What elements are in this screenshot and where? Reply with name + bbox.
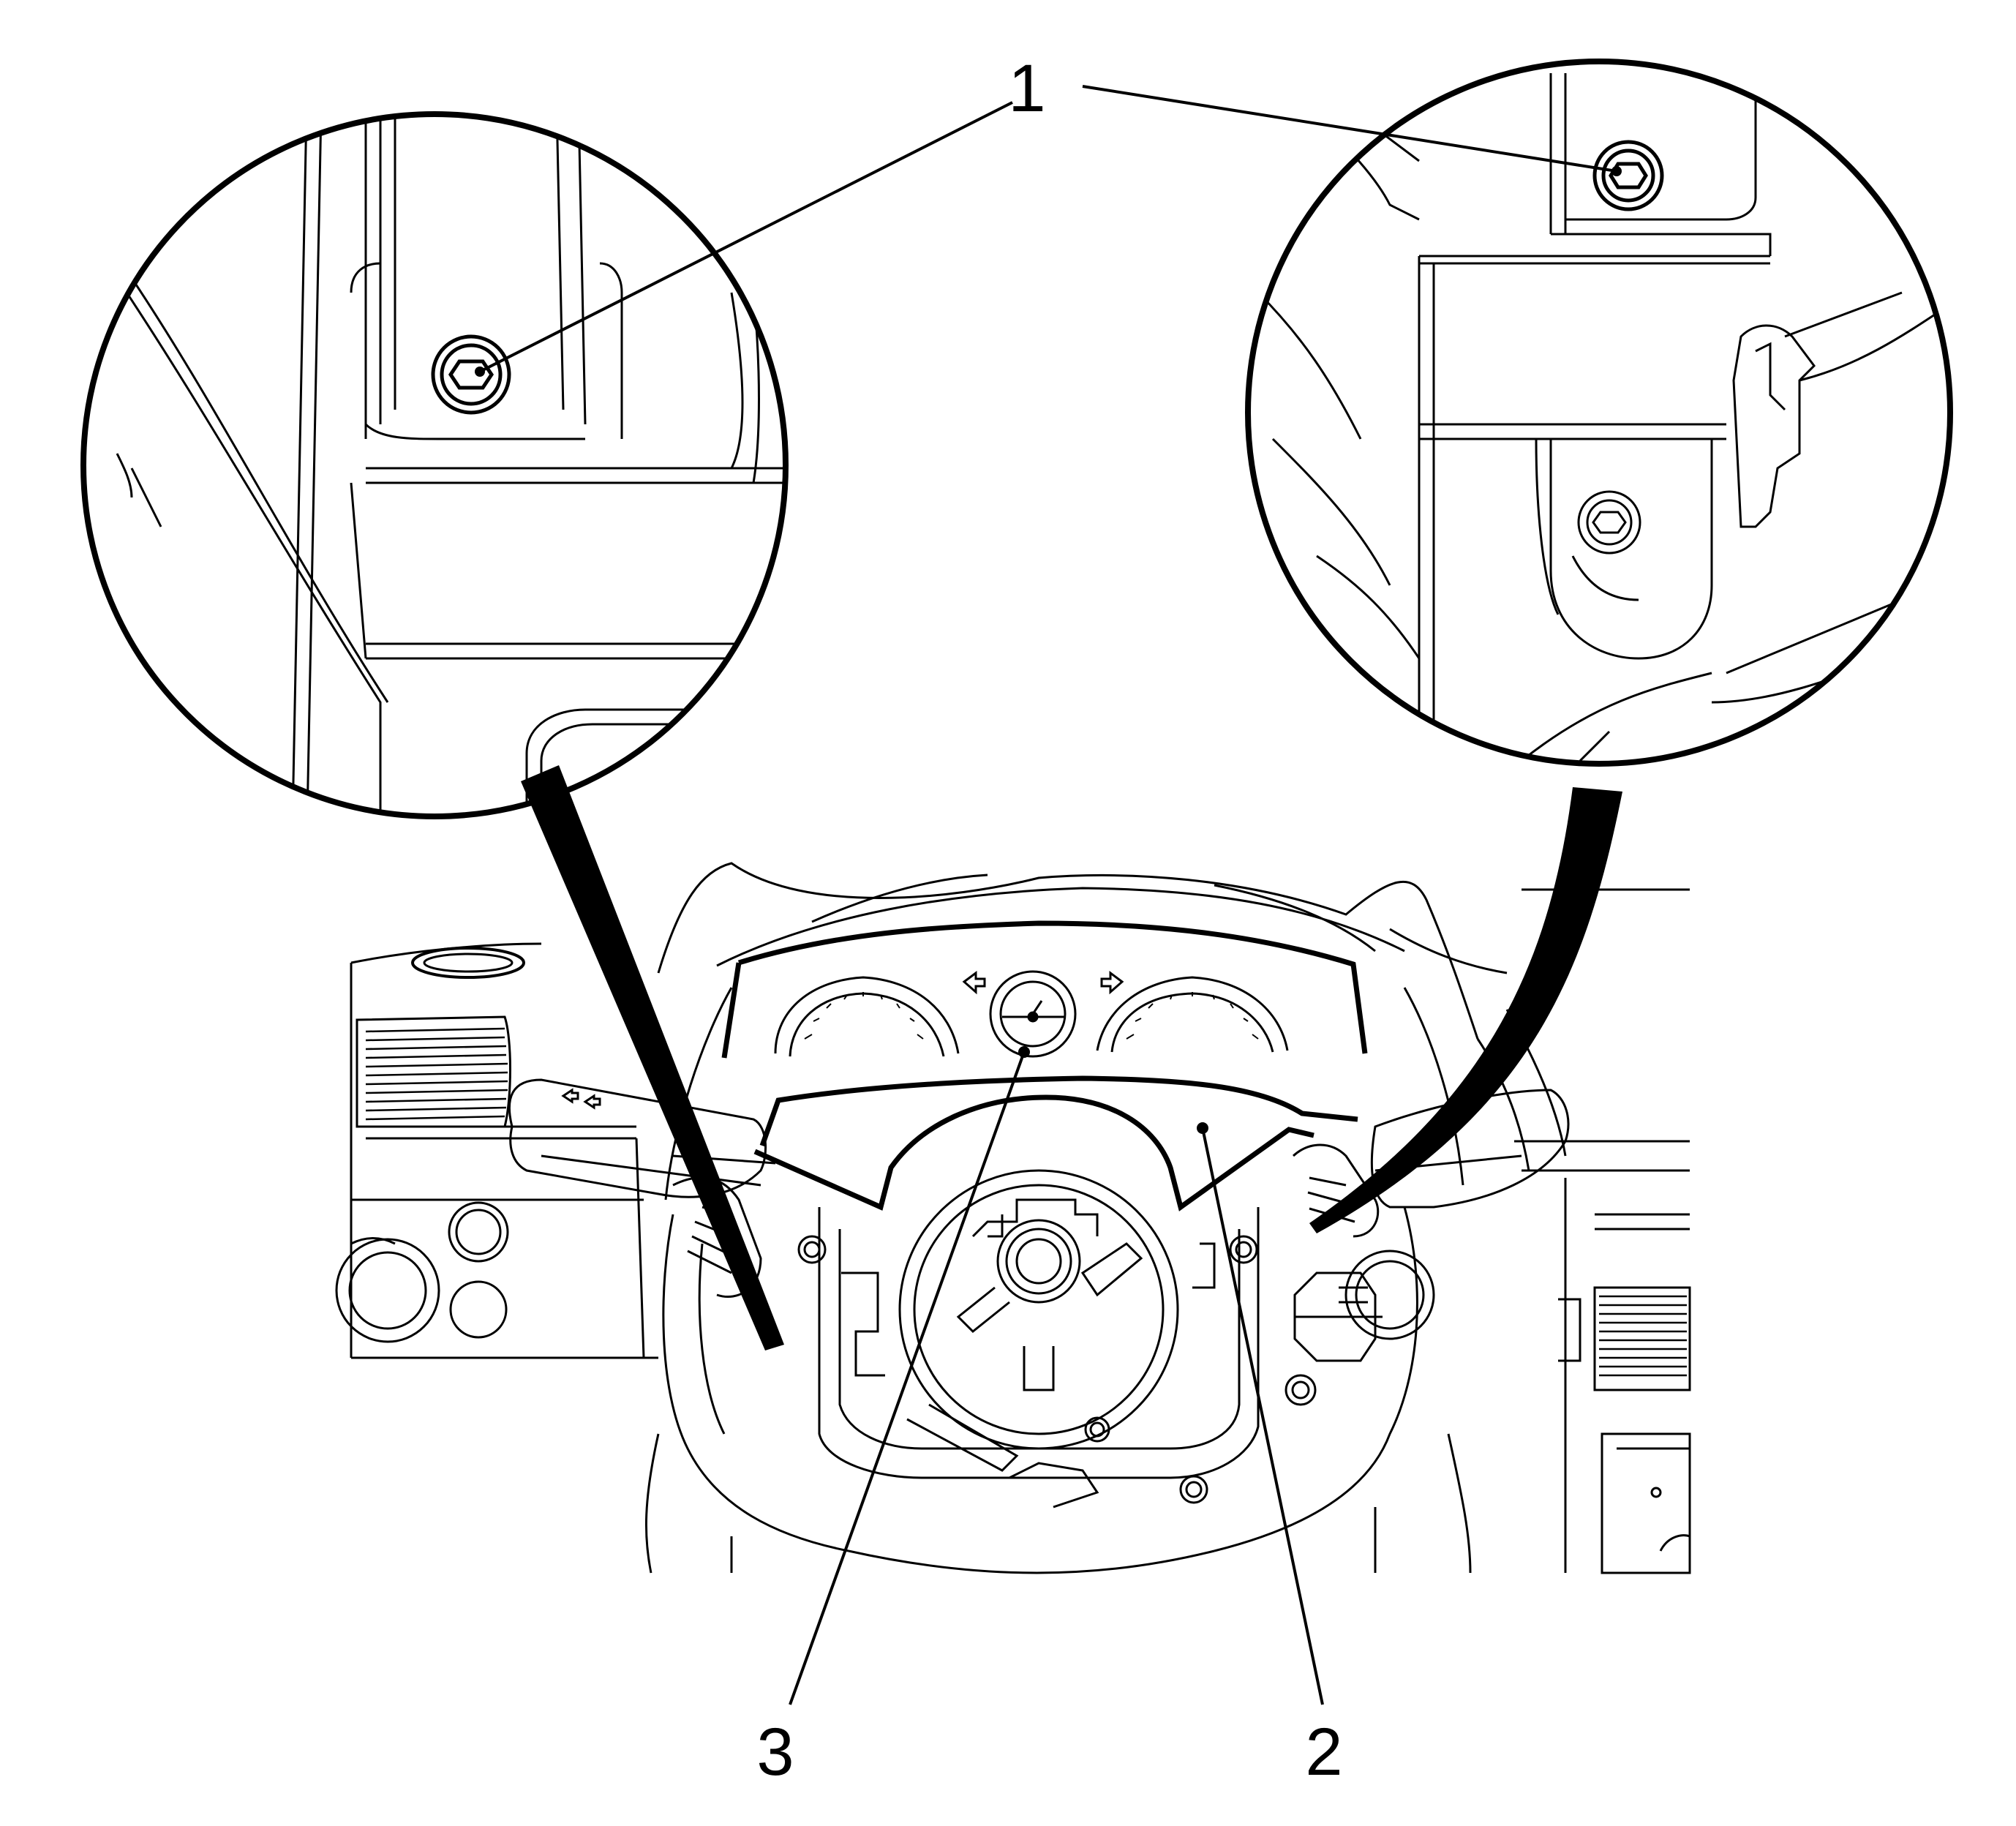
right-detail-wedge (1309, 787, 1622, 1233)
right-detail-view (1257, 73, 1947, 762)
left-detail-border (80, 111, 789, 819)
leader-3-dot (1018, 1046, 1030, 1058)
leader-2-dot (1197, 1122, 1208, 1134)
callout-leaders (479, 85, 1617, 1705)
callout-2: 2 (1305, 1715, 1342, 1789)
leader-1-left (479, 101, 1013, 373)
leader-3 (789, 1051, 1026, 1705)
leader-2 (1201, 1127, 1324, 1705)
leader-1-right (1082, 85, 1617, 173)
leader-1-right-dot (1611, 166, 1622, 176)
callout-3: 3 (756, 1715, 794, 1789)
left-detail-wedge (521, 765, 784, 1350)
leader-1-left-dot (475, 367, 485, 377)
dashboard-view (335, 862, 1691, 1574)
right-detail-border (1245, 59, 1953, 767)
callout-1: 1 (1008, 51, 1045, 126)
